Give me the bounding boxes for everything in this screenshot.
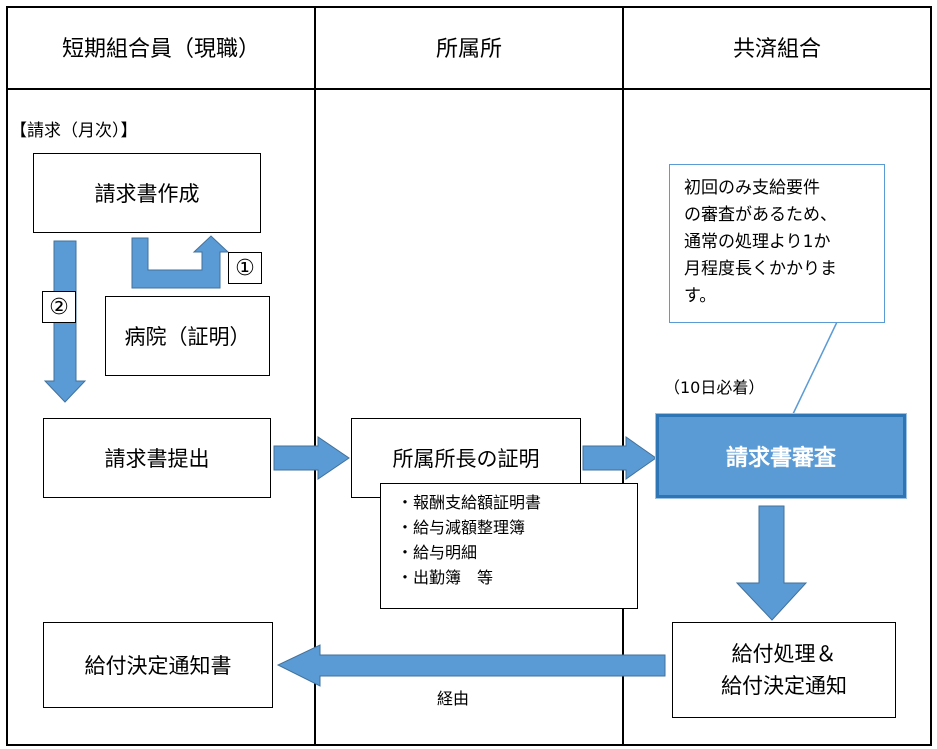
box-affiliate-certification-label: 所属所長の証明 (392, 447, 540, 471)
box-hospital-label: 病院（証明） (124, 325, 251, 349)
header-divider (6, 88, 932, 90)
box-payment-processing-line1: 給付処理＆ (731, 642, 837, 666)
arrow-uturn-step1 (131, 235, 230, 289)
document-item: ・出勤簿 等 (397, 568, 494, 587)
via-label: 経由 (437, 689, 470, 708)
arrow-right-affiliate (582, 436, 657, 480)
deadline-label: （10日必着） (664, 378, 765, 397)
note-callout-line (792, 321, 838, 415)
step-2-marker: ② (42, 291, 76, 323)
arrow-down-review (735, 505, 808, 621)
document-item: ・報酬支給額証明書 (397, 493, 542, 512)
box-create-claim-label: 請求書作成 (94, 182, 200, 206)
frame-bottom (6, 744, 932, 746)
box-claim-review-label: 請求書審査 (725, 446, 836, 471)
box-benefit-notice-label: 給付決定通知書 (84, 654, 232, 678)
box-payment-processing: 給付処理＆ 給付決定通知 (672, 622, 896, 718)
arrow-right-submit (273, 436, 350, 480)
box-payment-processing-line2: 給付決定通知 (721, 674, 847, 698)
arrow-left-payment (276, 644, 666, 687)
box-hospital: 病院（証明） (105, 296, 270, 376)
note-first-time: 初回のみ支給要件 の審査があるため、 通常の処理より1か 月程度長くかかりま す… (669, 164, 885, 323)
header-mutual-aid: 共済組合 (732, 37, 821, 62)
document-item: ・給与明細 (397, 543, 478, 562)
frame-right (930, 6, 932, 746)
column-divider-1 (314, 6, 316, 746)
note-line: 月程度長くかかりま (684, 259, 837, 279)
note-line: の審査があるため、 (684, 205, 837, 225)
documents-list: ・報酬支給額証明書 ・給与減額整理簿 ・給与明細 ・出勤簿 等 (380, 483, 638, 609)
box-submit-claim: 請求書提出 (43, 418, 271, 498)
document-item: ・給与減額整理簿 (397, 518, 526, 537)
frame-left (6, 6, 8, 746)
header-affiliate: 所属所 (435, 37, 502, 62)
box-benefit-notice: 給付決定通知書 (43, 622, 273, 708)
note-line: 初回のみ支給要件 (684, 178, 820, 198)
step-1-marker: ① (228, 252, 262, 284)
box-submit-claim-label: 請求書提出 (104, 447, 210, 471)
box-claim-review: 請求書審査 (655, 413, 907, 499)
header-member: 短期組合員（現職） (61, 37, 260, 62)
note-line: す。 (684, 286, 717, 306)
section-label: 【請求（月次）】 (10, 121, 138, 141)
box-create-claim: 請求書作成 (33, 153, 261, 233)
note-line: 通常の処理より1か (684, 232, 831, 252)
column-divider-2 (622, 6, 624, 746)
frame-top (6, 6, 932, 8)
